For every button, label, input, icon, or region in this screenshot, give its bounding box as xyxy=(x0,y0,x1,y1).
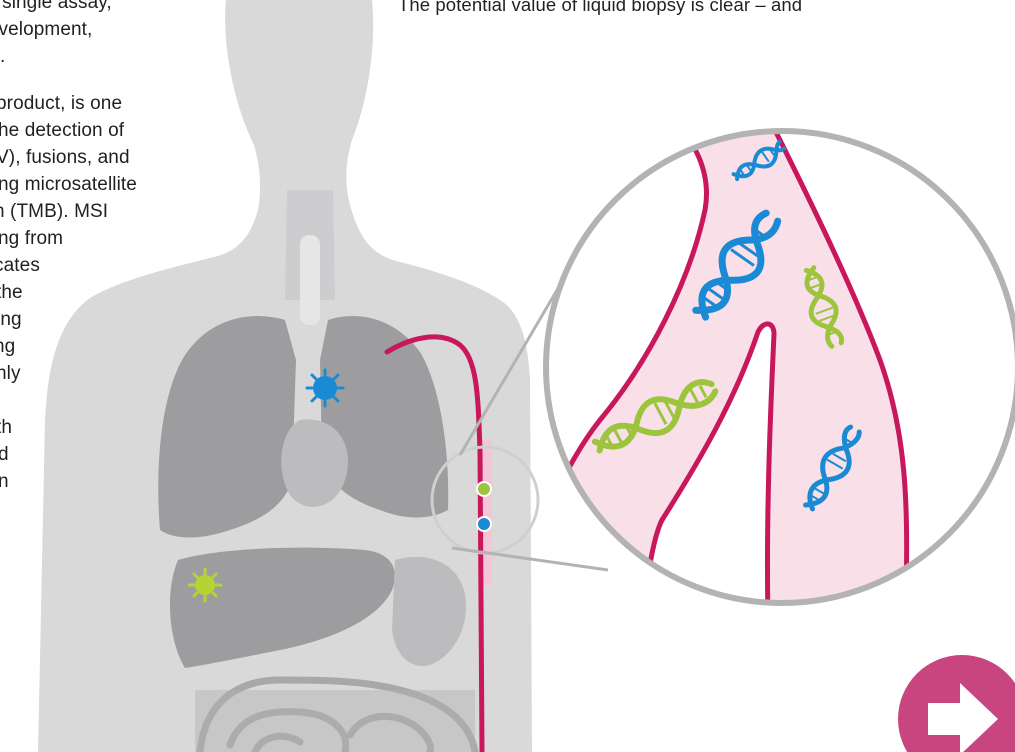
article-line: ng microsatellite xyxy=(0,172,137,198)
article-line: n xyxy=(0,469,9,495)
article-line: th xyxy=(0,415,12,441)
article-line: ing xyxy=(0,307,22,333)
article-line: n (TMB). MSI xyxy=(0,199,108,225)
article-line: ng xyxy=(0,334,15,360)
article-line: the xyxy=(0,280,23,306)
article-line: he detection of xyxy=(0,118,124,144)
article-line: product, is one xyxy=(0,91,122,117)
article-line: ng from xyxy=(0,226,63,252)
article-line: . xyxy=(0,44,5,70)
cell-green xyxy=(477,482,491,496)
tumor-green-icon xyxy=(189,569,221,601)
article-left-column: o a single assay," Development, . produc… xyxy=(0,0,220,560)
article-line: nly xyxy=(0,361,21,387)
article-line: V), fusions, and xyxy=(0,145,130,171)
article-line: cates xyxy=(0,253,40,279)
cell-blue xyxy=(477,517,491,531)
article-line: The potential value of liquid biopsy is … xyxy=(398,0,802,18)
magnifier-lens xyxy=(500,100,1015,620)
tumor-blue-icon xyxy=(307,370,343,406)
next-page-button[interactable] xyxy=(898,655,1015,752)
article-line: d xyxy=(0,442,9,468)
article-right-column: The potential value of liquid biopsy is … xyxy=(0,0,1015,40)
